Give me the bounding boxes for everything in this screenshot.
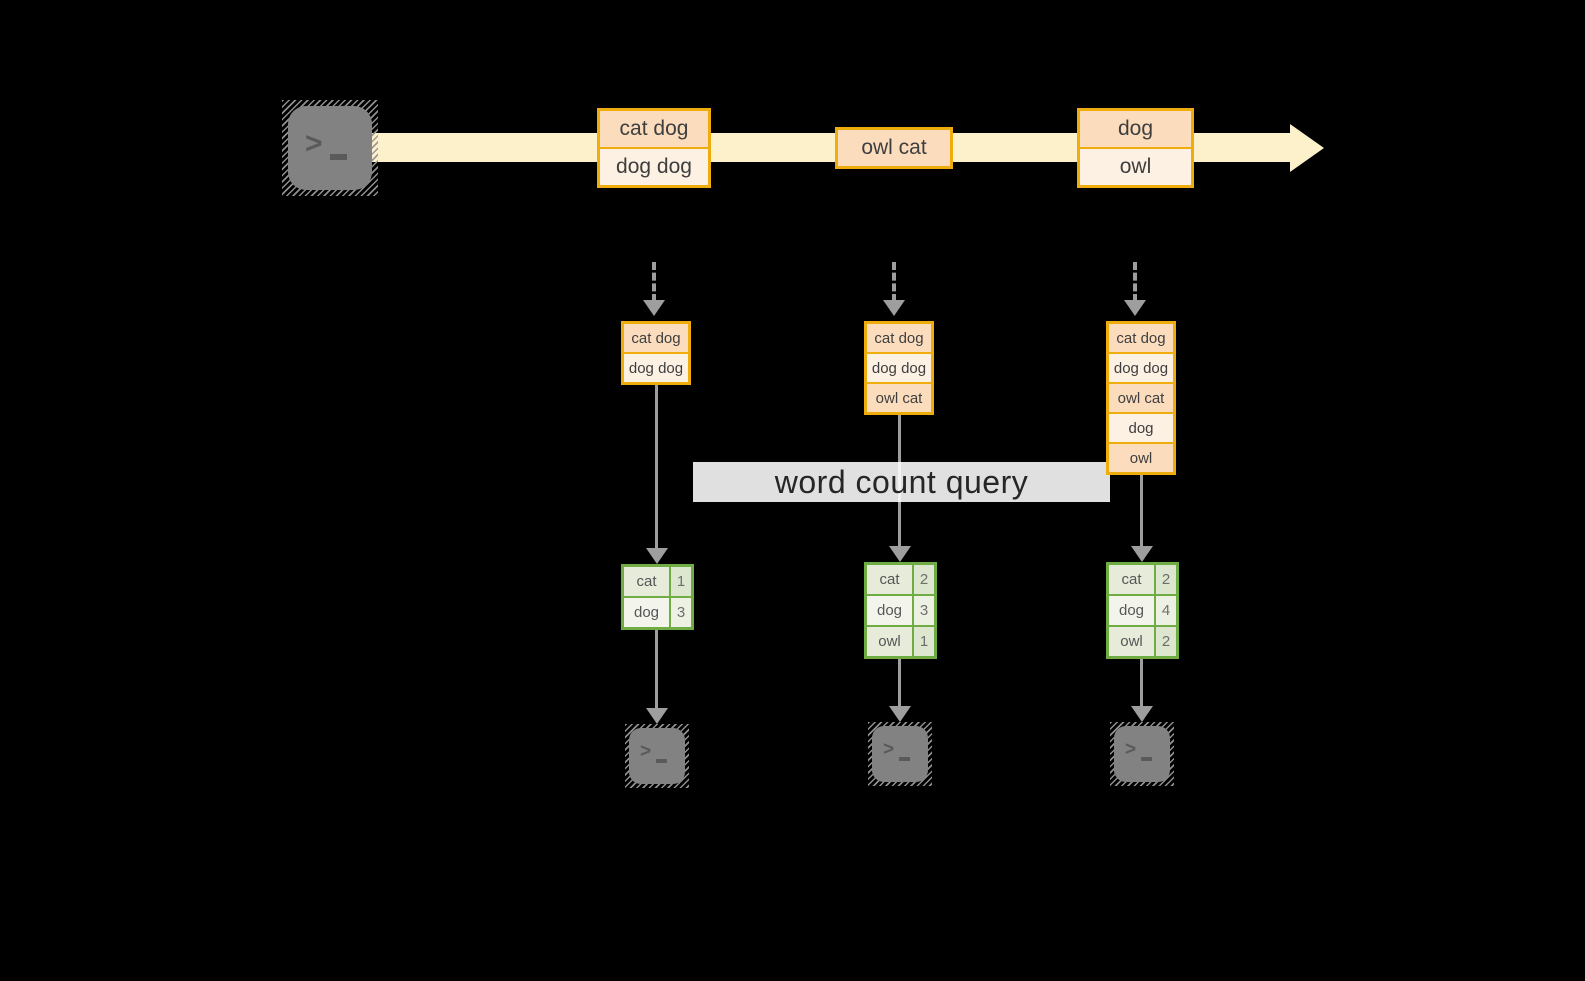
count-value: 2 — [914, 565, 934, 594]
stream-batch-2: owl cat — [835, 127, 953, 169]
count-word: dog — [867, 596, 912, 625]
arrowhead-icon — [643, 300, 665, 316]
connector-line — [655, 385, 658, 548]
dashed-down-arrow-icon — [1133, 262, 1137, 302]
arrowhead-icon — [889, 706, 911, 722]
prompt-cursor-icon — [656, 759, 667, 763]
prompt-chevron-icon: > — [640, 741, 652, 762]
sink-terminal-icon: > — [868, 722, 932, 786]
prompt-chevron-icon: > — [883, 739, 895, 760]
count-word: cat — [1109, 565, 1154, 594]
word-count-table-1: cat 1 dog 3 — [621, 564, 694, 630]
prompt-cursor-icon — [1141, 757, 1152, 761]
count-value: 3 — [914, 596, 934, 625]
stream-message: dog — [1080, 111, 1191, 147]
dashed-down-arrow-icon — [652, 262, 656, 302]
arrowhead-icon — [889, 546, 911, 562]
terminal-square: > — [1114, 726, 1170, 782]
count-value: 4 — [1156, 596, 1176, 625]
stream-arrowhead-icon — [1290, 124, 1324, 172]
stream-message: owl cat — [838, 130, 950, 166]
buffer-stack-1: cat dog dog dog — [621, 321, 691, 385]
query-label: word count query — [774, 463, 1029, 500]
query-label-band: word count query — [693, 462, 1110, 502]
count-value: 2 — [1156, 627, 1176, 656]
arrowhead-icon — [646, 708, 668, 724]
buffer-stack-2: cat dog dog dog owl cat — [864, 321, 934, 415]
buffer-stack-3: cat dog dog dog owl cat dog owl — [1106, 321, 1176, 475]
terminal-square: > — [629, 728, 685, 784]
sink-terminal-icon: > — [1110, 722, 1174, 786]
buffer-item: cat dog — [624, 324, 688, 352]
sink-terminal-icon: > — [625, 724, 689, 788]
count-word: dog — [624, 598, 669, 627]
source-terminal-icon: > — [282, 100, 378, 196]
arrowhead-icon — [646, 548, 668, 564]
buffer-item: dog dog — [867, 354, 931, 382]
connector-line — [1140, 659, 1143, 706]
count-word: owl — [1109, 627, 1154, 656]
buffer-item: owl cat — [867, 384, 931, 412]
buffer-item: dog — [1109, 414, 1173, 442]
count-value: 1 — [671, 567, 691, 596]
prompt-chevron-icon: > — [1125, 739, 1137, 760]
connector-line — [898, 659, 901, 706]
count-word: owl — [867, 627, 912, 656]
buffer-item: cat dog — [1109, 324, 1173, 352]
count-word: dog — [1109, 596, 1154, 625]
count-value: 2 — [1156, 565, 1176, 594]
stream-message: cat dog — [600, 111, 708, 147]
count-word: cat — [624, 567, 669, 596]
buffer-item: dog dog — [1109, 354, 1173, 382]
terminal-square: > — [872, 726, 928, 782]
arrowhead-icon — [1131, 706, 1153, 722]
count-value: 1 — [914, 627, 934, 656]
stream-message: dog dog — [600, 149, 708, 185]
connector-line — [655, 630, 658, 708]
arrowhead-icon — [883, 300, 905, 316]
arrowhead-icon — [1131, 546, 1153, 562]
stream-message: owl — [1080, 149, 1191, 185]
stream-batch-1: cat dog dog dog — [597, 108, 711, 188]
word-count-table-2: cat 2 dog 3 owl 1 — [864, 562, 937, 659]
count-value: 3 — [671, 598, 691, 627]
arrowhead-icon — [1124, 300, 1146, 316]
connector-line — [1140, 475, 1143, 546]
prompt-cursor-icon — [899, 757, 910, 761]
buffer-item: dog dog — [624, 354, 688, 382]
dashed-down-arrow-icon — [892, 262, 896, 302]
terminal-square: > — [288, 106, 372, 190]
buffer-item: cat dog — [867, 324, 931, 352]
word-count-table-3: cat 2 dog 4 owl 2 — [1106, 562, 1179, 659]
prompt-cursor-icon — [330, 154, 347, 160]
stream-batch-3: dog owl — [1077, 108, 1194, 188]
prompt-chevron-icon: > — [305, 127, 323, 160]
count-word: cat — [867, 565, 912, 594]
buffer-item: owl cat — [1109, 384, 1173, 412]
buffer-item: owl — [1109, 444, 1173, 472]
